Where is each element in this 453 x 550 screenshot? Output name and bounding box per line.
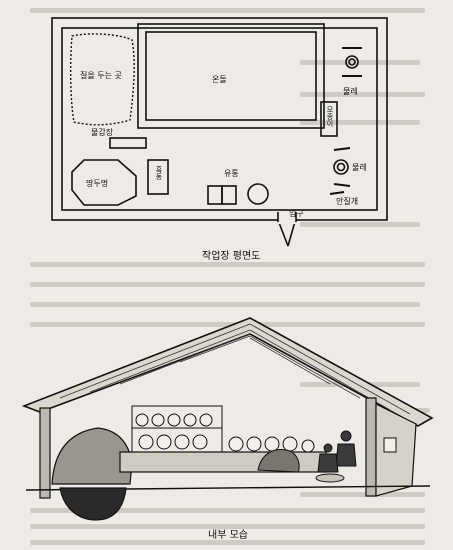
pit-shape [71, 159, 137, 206]
entrance-gap [278, 212, 296, 224]
kiln-inner [145, 31, 317, 121]
drying-circle [247, 183, 269, 205]
pot [151, 413, 165, 427]
label-wheel-2: 물레 [352, 163, 367, 172]
worker-head-2 [323, 443, 333, 453]
small-box [147, 159, 169, 195]
left-post [39, 407, 51, 499]
label-drying-area: 유통 [224, 169, 239, 178]
pot [135, 413, 149, 427]
label-kiln: 온돌 [212, 75, 227, 84]
clay-pit-well [59, 487, 127, 521]
drying-box-2 [221, 185, 237, 205]
entrance-door [277, 219, 289, 247]
label-seat: 안질개 [336, 197, 359, 206]
interior-caption: 내부 모습 [208, 530, 248, 541]
worker-body [335, 443, 357, 467]
pot [282, 436, 298, 452]
wheel-1-outer [345, 55, 359, 69]
label-shelf-2: 모종이 [326, 106, 334, 127]
window [383, 437, 397, 453]
clay-storage-area [69, 33, 135, 126]
inner-wall [61, 27, 378, 211]
clay-pit-partition [109, 137, 147, 149]
potters-wheel [315, 473, 345, 483]
wheel-2-outer [333, 159, 349, 175]
wheel-2-inner [336, 162, 346, 172]
right-post [365, 397, 377, 497]
pot [138, 434, 154, 450]
label-shelf-1: 흑동 [155, 166, 163, 180]
label-pit: 땅두멍 [86, 179, 109, 188]
pot [301, 439, 315, 453]
pot [264, 436, 280, 452]
pot [156, 434, 172, 450]
pot [199, 413, 213, 427]
worker-body-2 [317, 453, 339, 473]
label-entrance: 입구 [289, 209, 304, 218]
upper-shelf [131, 405, 223, 453]
kiln-outline [137, 23, 325, 129]
shelf-box [320, 101, 338, 137]
pot [183, 413, 197, 427]
label-clay-storage: 질을 두는 곳 [80, 71, 122, 80]
wheel-1-inner [348, 58, 356, 66]
pot [228, 436, 244, 452]
label-wheel-1: 물레 [343, 87, 358, 96]
pot [192, 434, 208, 450]
outer-wall [51, 17, 388, 221]
covered-mound [257, 448, 300, 473]
worker-head [340, 430, 352, 442]
pot [174, 434, 190, 450]
floor-plan-caption: 작업장 평면도 [202, 251, 261, 262]
label-clay-pit: 물감장 [91, 128, 114, 137]
pot [167, 413, 181, 427]
pot [246, 436, 262, 452]
